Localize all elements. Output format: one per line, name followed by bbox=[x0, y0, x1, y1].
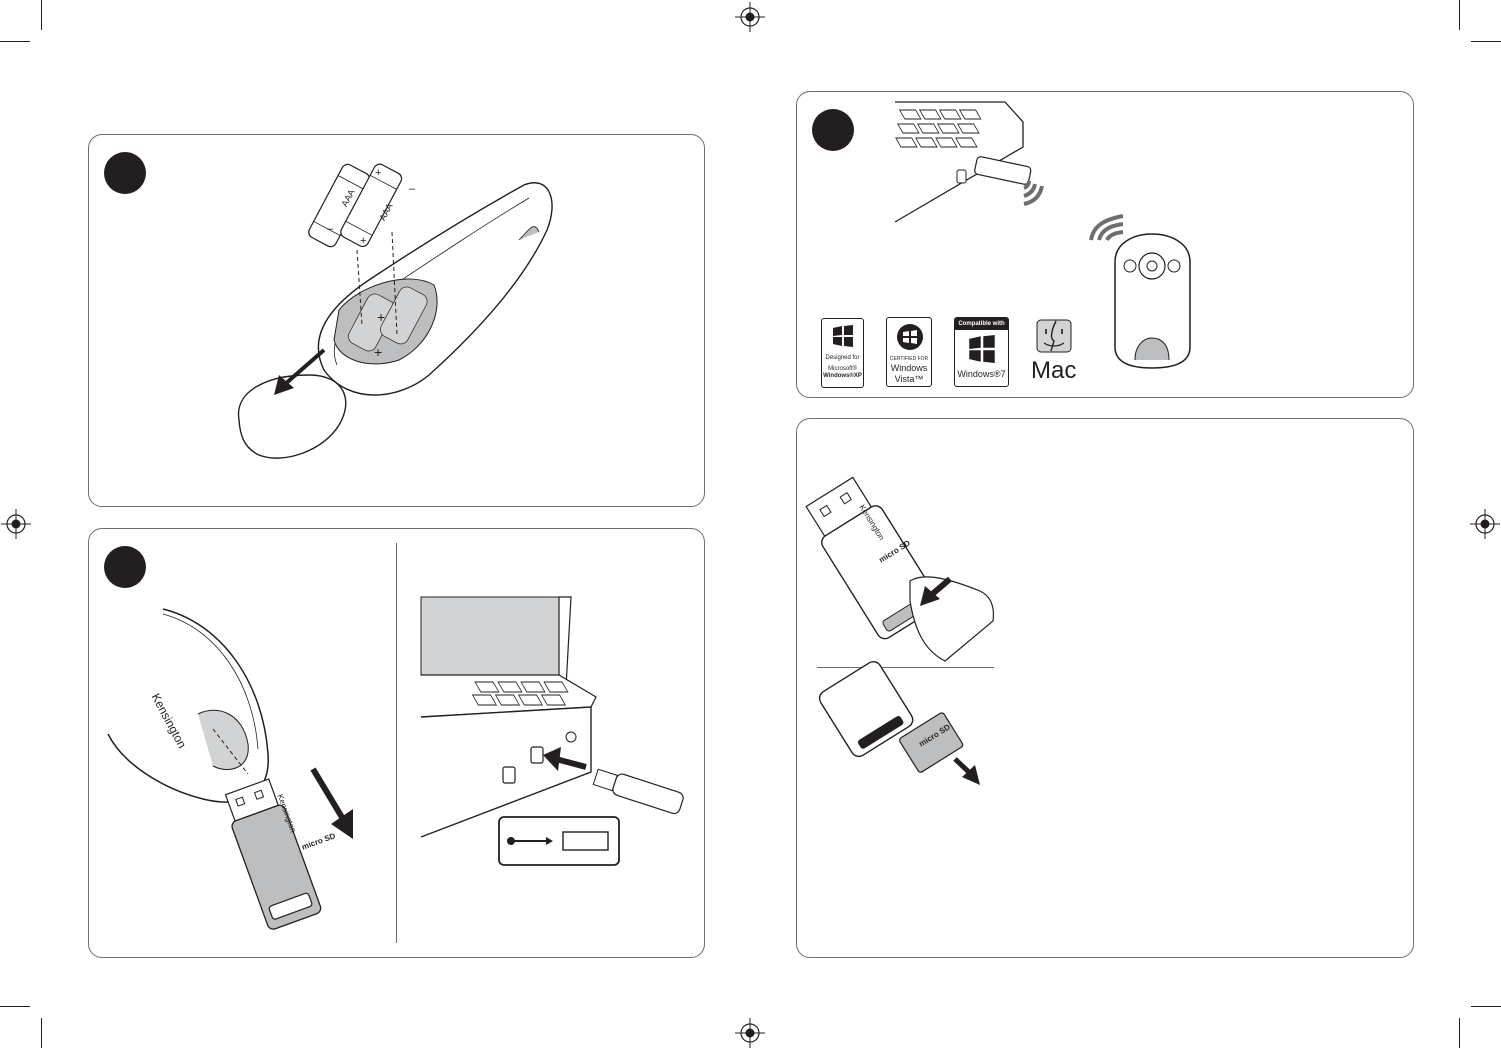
finder-face-icon bbox=[1036, 319, 1072, 353]
step2-number-dot bbox=[104, 546, 146, 588]
xp-line-1: Designed for bbox=[822, 355, 863, 362]
os-logo-windows-7: Compatible with Windows®7 bbox=[954, 317, 1009, 387]
laptop-usb-illustration bbox=[421, 597, 691, 877]
remote-dongle-illustration bbox=[103, 604, 393, 904]
mac-label: Mac bbox=[1031, 357, 1076, 385]
crop-mark-tl-v bbox=[41, 0, 42, 30]
os-logo-windows-xp: Designed for Microsoft® Windows®XP bbox=[821, 318, 864, 388]
crop-mark-br-v bbox=[1459, 1018, 1460, 1048]
os-logo-mac: Mac bbox=[1029, 317, 1079, 387]
battery-2-minus: – bbox=[409, 183, 415, 195]
windows-orb-icon bbox=[896, 323, 924, 351]
win7-line-1: Windows®7 bbox=[955, 369, 1008, 379]
svg-text:+: + bbox=[377, 309, 385, 325]
crop-mark-br-h bbox=[1471, 1006, 1501, 1007]
svg-text:+: + bbox=[374, 344, 382, 360]
xp-line-3: Windows®XP bbox=[822, 373, 863, 380]
os-logo-windows-vista: CERTIFIED FOR Windows Vista™ bbox=[886, 317, 932, 387]
battery-1-minus: – bbox=[327, 223, 333, 235]
crop-mark-tl-h bbox=[0, 41, 30, 42]
dongle-sd-insert-illustration bbox=[805, 471, 1000, 666]
vista-line-2: Windows bbox=[887, 363, 931, 373]
step2-panel: Kensington Kensington micro SD bbox=[88, 528, 705, 958]
xp-line-2: Microsoft® bbox=[822, 366, 863, 373]
crop-mark-tr-h bbox=[1471, 41, 1501, 42]
wireless-waves-icon bbox=[1022, 172, 1062, 212]
step4-panel: Kensington micro SD micro SD bbox=[796, 418, 1414, 958]
crop-mark-bl-v bbox=[41, 1018, 42, 1048]
vista-line-1: CERTIFIED FOR bbox=[887, 356, 931, 363]
windows-flag-icon bbox=[832, 325, 854, 347]
crop-mark-tr-v bbox=[1459, 0, 1460, 30]
remote-front-illustration bbox=[1105, 232, 1200, 372]
remote-battery-illustration: + + bbox=[229, 160, 559, 480]
step1-number-dot bbox=[104, 152, 146, 194]
step1-panel: + + AAA AAA + – – + bbox=[88, 134, 705, 507]
win7-top-banner: Compatible with bbox=[955, 318, 1008, 330]
battery-2-plus: + bbox=[360, 235, 366, 247]
step3-panel: Designed for Microsoft® Windows®XP CERTI… bbox=[796, 91, 1414, 398]
step4-divider bbox=[817, 667, 994, 668]
dongle-sd-eject-illustration bbox=[817, 677, 987, 792]
registration-target-top bbox=[735, 2, 765, 32]
registration-target-bottom bbox=[735, 1018, 765, 1048]
battery-1-plus: + bbox=[375, 167, 381, 179]
crop-mark-bl-h bbox=[0, 1006, 30, 1007]
step3-number-dot bbox=[812, 109, 854, 151]
usb-symbol-icon bbox=[500, 833, 501, 834]
windows-flag-icon bbox=[968, 335, 996, 363]
vista-line-3: Vista™ bbox=[887, 374, 931, 384]
step2-divider bbox=[396, 543, 397, 943]
registration-target-right bbox=[1470, 509, 1500, 539]
registration-target-left bbox=[1, 509, 31, 539]
